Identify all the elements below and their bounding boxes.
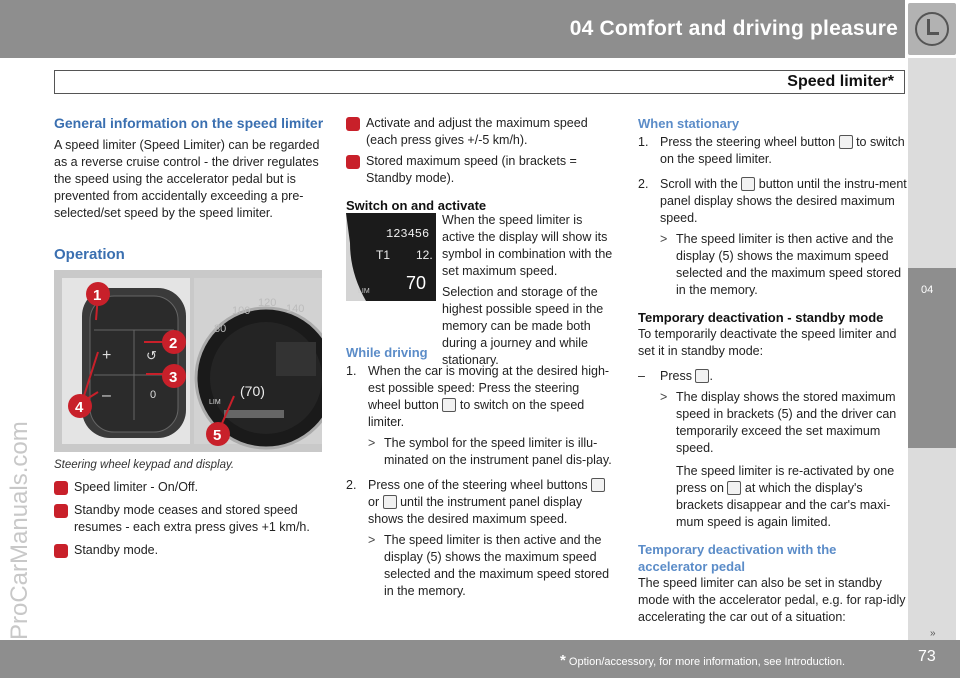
watermark: ProCarManuals.com [6,421,33,640]
switch-on-heading: Switch on and activate [346,198,487,213]
when-stationary-heading: When stationary [638,116,740,131]
callout-1: 1 [86,282,110,306]
legend-item-2: Standby mode ceases and stored speed res… [54,502,324,536]
driving-step-1-sub: > The symbol for the speed limiter is il… [368,436,612,467]
switch-text-1: When the speed limiter is active the dis… [442,213,613,278]
callout-5: 5 [206,422,230,446]
section-title: Speed limiter* [787,73,894,90]
standby-intro: To temporarily deactivate the speed limi… [638,327,897,358]
svg-text:4: 4 [75,399,84,416]
trip-label: T1 [376,248,390,262]
svg-text:80: 80 [214,323,226,335]
accelerator-heading: Temporary deactivation with the accelera… [638,542,837,574]
speed-value: 70 [406,273,426,293]
callout-3: 3 [162,364,186,388]
svg-text:2: 2 [169,335,177,352]
svg-text:100: 100 [232,305,250,317]
accelerator-text: The speed limiter can also be set in sta… [638,576,906,624]
chapter-title: 04 Comfort and driving pleasure [569,17,898,40]
svg-text:↺: ↺ [146,348,157,363]
speed-limiter-icon [838,134,853,149]
svg-text:1: 1 [93,287,101,304]
standby-step: – Press . [638,368,713,383]
svg-text:120: 120 [258,297,276,309]
middle-lower: While driving 1. When the car is moving … [346,312,614,600]
plus-icon [591,477,606,492]
svg-text:+: + [102,347,111,364]
right-column: When stationary 1. Press the steering wh… [638,115,908,626]
legend-item-3: Standby mode. [54,542,324,559]
middle-column: Activate and adjust the maximum speed (e… [346,115,614,369]
switch-text-2: Selection and storage of the highest pos… [442,285,604,367]
svg-text:5: 5 [213,427,221,444]
standby-heading: Temporary deactivation - standby mode [638,310,884,325]
while-driving-heading: While driving [346,345,428,360]
odo-value: 123456 [386,227,429,241]
side-tab-label: 04 [921,284,934,296]
page-number: 73 [918,648,936,665]
trip-value: 12. [416,248,433,262]
driving-step-2-sub: > The speed limiter is then active and t… [368,533,610,598]
stationary-step-1: 1. Press the steering wheel button to sw… [638,134,905,166]
legend-item-4: Activate and adjust the maximum speed (e… [346,115,614,149]
standby-zero-icon [695,368,710,383]
chapter-side-tab [908,268,956,448]
left-column: General information on the speed limiter… [54,115,324,263]
seat-icon [915,12,949,46]
button-zero-label: 0 [150,389,156,401]
plus-icon [741,176,756,191]
driving-step-1: 1. When the car is moving at the desired… [346,364,610,429]
next-page-arrows: » [930,628,936,639]
legend-badge-4 [346,117,360,131]
display-lim: LIM [209,399,221,406]
standby-sub-1: > The display shows the stored maximum s… [660,390,897,455]
footer-note: * Option/accessory, for more information… [560,652,846,669]
resume-icon [727,480,742,495]
speed-display-image: 123456 T1 12. 70 LIM [346,213,436,301]
minus-icon [382,494,397,509]
figure-caption: Steering wheel keypad and display. [54,459,235,471]
display-speed: (70) [240,383,265,399]
operation-heading: Operation [54,246,125,263]
header-band [0,0,905,58]
legend-badge-2 [54,504,68,518]
standby-sub-2: The speed limiter is re-activated by one… [676,464,895,529]
legend-badge-3 [54,544,68,558]
general-info-heading: General information on the speed limiter [54,115,324,131]
section-bar: Speed limiter* [54,70,905,94]
callout-4: 4 [68,394,92,418]
stationary-step-2-sub: > The speed limiter is then active and t… [660,232,902,297]
svg-text:3: 3 [169,369,177,386]
lim-label: LIM [358,288,370,295]
intro-paragraph: A speed limiter (Speed Limiter) can be r… [54,138,320,220]
footer-band [0,640,960,678]
steering-keypad-figure: + – ↺ 0 80 100 120 140 (70) LIM 1 2 3 4 … [54,270,322,452]
legend-badge-1 [54,481,68,495]
left-legend: Speed limiter - On/Off. Standby mode cea… [54,475,324,559]
driving-step-2: 2. Press one of the steering wheel butto… [346,477,614,528]
svg-text:–: – [102,387,111,404]
legend-badge-5 [346,155,360,169]
legend-item-1: Speed limiter - On/Off. [54,479,324,496]
stationary-step-2: 2. Scroll with the button until the inst… [638,176,907,225]
legend-item-5: Stored maximum speed (in brackets = Stan… [346,153,614,187]
svg-text:140: 140 [286,303,304,315]
chapter-icon-box [908,3,956,55]
speed-limiter-icon [442,397,457,412]
callout-2: 2 [162,330,186,354]
